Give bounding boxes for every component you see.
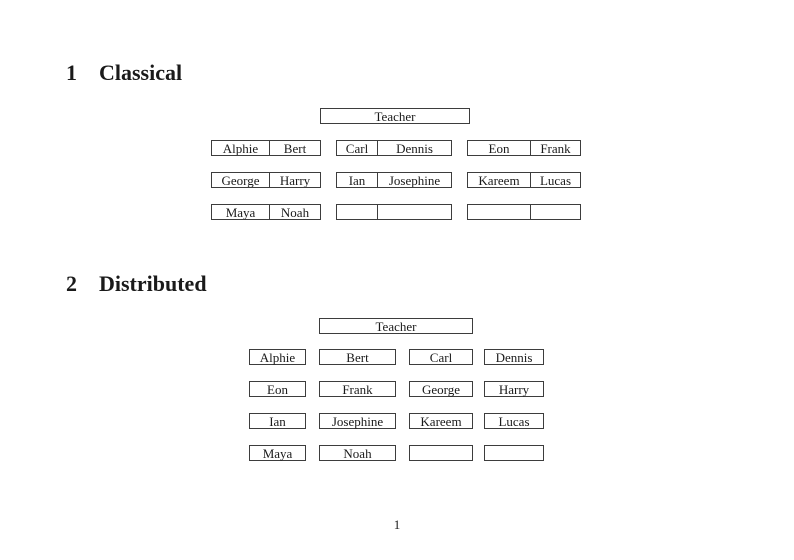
distributed-seat-r1c1: Alphie bbox=[249, 349, 306, 365]
distributed-seat-r2c2: Frank bbox=[319, 381, 396, 397]
distributed-seat-r2c1: Eon bbox=[249, 381, 306, 397]
distributed-seat-r3c1: Ian bbox=[249, 413, 306, 429]
classical-teacher-desk: Teacher bbox=[320, 108, 470, 124]
distributed-seat-r1c4: Dennis bbox=[484, 349, 544, 365]
distributed-seat-r3c4: Lucas bbox=[484, 413, 544, 429]
page-number: 1 bbox=[393, 517, 401, 532]
classical-desk-r1c2: Carl Dennis bbox=[336, 140, 452, 156]
distributed-seat-r3c2: Josephine bbox=[319, 413, 396, 429]
distributed-teacher-desk: Teacher bbox=[319, 318, 473, 334]
distributed-seat-r3c3: Kareem bbox=[409, 413, 473, 429]
desk-seat-right: Harry bbox=[279, 173, 311, 187]
teacher-label: Teacher bbox=[374, 108, 416, 124]
desk-seat-left: Kareem bbox=[468, 173, 531, 187]
desk-seat-left: Alphie bbox=[212, 141, 270, 155]
desk-seat-right bbox=[378, 205, 451, 219]
classical-desk-r1c1: Alphie Bert bbox=[211, 140, 321, 156]
distributed-seat-r2c4: Harry bbox=[484, 381, 544, 397]
classical-desk-r2c3: Kareem Lucas bbox=[467, 172, 581, 188]
desk-seat-left bbox=[468, 205, 531, 219]
desk-seat-left bbox=[337, 205, 378, 219]
desk-seat-right: Dennis bbox=[396, 141, 433, 155]
classical-desk-r2c1: George Harry bbox=[211, 172, 321, 188]
section-title: Classical bbox=[99, 60, 183, 85]
desk-seat-left: Carl bbox=[337, 141, 378, 155]
distributed-seat-r1c3: Carl bbox=[409, 349, 473, 365]
section-number: 2 bbox=[66, 271, 77, 296]
desk-seat-right: Noah bbox=[280, 205, 310, 219]
distributed-seat-r1c2: Bert bbox=[319, 349, 396, 365]
desk-seat-left: Maya bbox=[212, 205, 270, 219]
section-number: 1 bbox=[66, 60, 77, 85]
classical-desk-r2c2: Ian Josephine bbox=[336, 172, 452, 188]
distributed-seat-r4c3 bbox=[409, 445, 473, 461]
desk-seat-left: Eon bbox=[468, 141, 531, 155]
desk-seat-right: Josephine bbox=[388, 173, 441, 187]
teacher-label: Teacher bbox=[375, 318, 417, 334]
desk-seat-right: Frank bbox=[540, 141, 571, 155]
distributed-seat-r4c1: Maya bbox=[249, 445, 306, 461]
classical-desk-r3c1: Maya Noah bbox=[211, 204, 321, 220]
section-heading-classical: 1 Classical bbox=[66, 60, 182, 86]
desk-seat-left: Ian bbox=[337, 173, 378, 187]
classical-desk-r1c3: Eon Frank bbox=[467, 140, 581, 156]
desk-seat-left: George bbox=[212, 173, 270, 187]
classical-desk-r3c2 bbox=[336, 204, 452, 220]
section-heading-distributed: 2 Distributed bbox=[66, 271, 207, 297]
distributed-seat-r4c4 bbox=[484, 445, 544, 461]
section-title: Distributed bbox=[99, 271, 207, 296]
classical-desk-r3c3 bbox=[467, 204, 581, 220]
desk-seat-right: Bert bbox=[283, 141, 307, 155]
desk-seat-right bbox=[531, 205, 580, 219]
distributed-seat-r2c3: George bbox=[409, 381, 473, 397]
desk-seat-right: Lucas bbox=[539, 173, 572, 187]
distributed-seat-r4c2: Noah bbox=[319, 445, 396, 461]
